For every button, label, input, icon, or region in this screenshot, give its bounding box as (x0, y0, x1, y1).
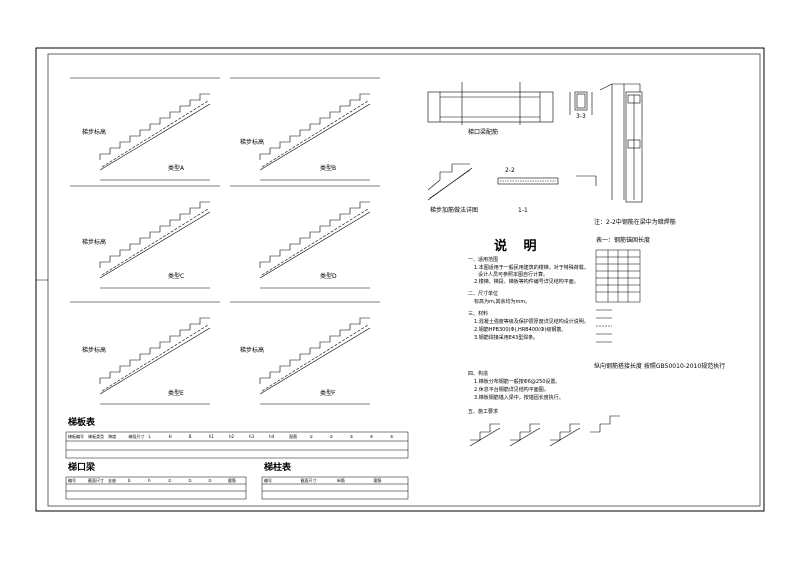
table-header-cell: 纵筋 (337, 478, 345, 483)
note-line: 二、尺寸单位 (468, 291, 499, 297)
table-header-cell: h3 (249, 434, 255, 439)
section-details (569, 83, 643, 203)
beam-table-grid (65, 476, 247, 500)
table-header-cell: L (148, 434, 151, 439)
ladder-elevation-label: 梯步标高 (240, 347, 265, 354)
table-header-cell: 梯段尺寸 (128, 434, 145, 439)
table-header-cell: ④ (369, 434, 374, 439)
type-label: 类型F (320, 390, 336, 397)
stair-detail-caption: 梯步加筋做法详图 (430, 207, 479, 214)
stirrup-note: 注：2-2中钢筋在梁中为暗焊筋 (594, 219, 676, 226)
table-header-cell: ① (309, 434, 313, 439)
table-header-cell: 梯板类型 (88, 434, 105, 439)
section-1-1 (497, 175, 597, 186)
table-header-cell: b (128, 478, 131, 483)
table-header-cell: h4 (269, 434, 275, 439)
table-header-cell: ② (329, 434, 334, 439)
table-header-cell: h (148, 478, 151, 483)
ladder-elevation-label: 梯步标高 (82, 347, 107, 354)
note-line: 3.钢筋焊接采用E43型焊条。 (474, 335, 539, 341)
lap-note: 纵向钢筋搭接长度 按照GB50010-2010规范执行 (594, 363, 726, 370)
table-header-cell: 跨度 (108, 434, 117, 439)
note-line: 三、材料 (468, 311, 489, 317)
type-label: 类型A (168, 165, 185, 172)
column-table-title: 梯柱表 (264, 463, 292, 473)
beam-table-title: 梯口梁 (68, 463, 96, 473)
section-3-3-label: 3-3 (576, 113, 586, 120)
type-label: 类型E (168, 390, 184, 397)
note-line: 设计人员可参照本图自行计算。 (478, 272, 549, 278)
table-header-cell: h1 (208, 434, 214, 439)
beam-section-caption: 梯口梁配筋 (468, 129, 499, 136)
note-line: 3.梯板钢筋锚入梁中，按锚固长度执行。 (474, 395, 564, 401)
table-header-cell: ② (188, 478, 192, 483)
outer-border (35, 47, 765, 512)
beam-section-detail (427, 82, 554, 125)
table-header-cell: ⑤ (389, 434, 394, 439)
table-header-cell: ③ (208, 478, 212, 483)
stair-diagrams (70, 77, 380, 405)
note-line: 1.混凝土强度等级及保护层厚度详见结构设计说明。 (474, 319, 589, 325)
ladder-table-title: 梯板表 (68, 418, 96, 428)
construction-details (469, 415, 620, 447)
table-header-cell: ③ (349, 434, 354, 439)
legend-lines (596, 309, 612, 343)
note-line: 1.梯板分布钢筋一般按Φ6@250设置。 (474, 379, 561, 385)
ladder-elevation-label: 梯步标高 (240, 139, 265, 146)
note-line: 2.钢筋HPB300(Φ),HRB400(Ф)级钢筋。 (474, 327, 567, 333)
table-header-cell: 箍筋 (228, 478, 236, 483)
ladder-elevation-label: 梯步标高 (82, 129, 107, 136)
note-line: 四、构造 (468, 371, 489, 377)
table-header-cell: B (188, 434, 192, 439)
section-2-2-label: 2-2 (505, 167, 515, 174)
table-header-cell: 梯板编号 (68, 434, 84, 439)
table-header-cell: ① (168, 478, 172, 483)
note-line: 1.本图适用于一般民用建筑的楼梯，对于特殊荷载， (474, 265, 589, 271)
type-label: 类型C (168, 273, 185, 280)
table-header-cell: 支座 (108, 478, 116, 483)
notes-title: 说 明 (494, 239, 543, 254)
note-line: 2.休息平台钢筋详见结构平面图。 (474, 387, 549, 393)
table-header-cell: 编号 (68, 478, 76, 483)
section-1-1-label: 1-1 (518, 207, 528, 214)
anchorage-table-caption: 表一：钢筋锚固长度 (596, 237, 651, 244)
table-header-cell: h2 (228, 434, 235, 439)
table-header-cell: H (168, 434, 172, 439)
ladder-elevation-label: 梯步标高 (82, 239, 107, 246)
type-label: 类型D (320, 273, 337, 280)
table-header-cell: 配筋 (289, 434, 298, 439)
table-header-cell: 截面尺寸 (88, 478, 104, 483)
note-line: 2.楼梯、梯段、梯板等构件编号详见结构平面。 (474, 279, 579, 285)
ladder-table-grid (65, 431, 409, 459)
anchorage-table (595, 249, 641, 303)
stair-reinforcement-detail (427, 163, 473, 201)
table-header-cell: 截面尺寸 (300, 478, 317, 483)
table-header-cell: 编号 (264, 478, 272, 483)
column-table-grid (261, 476, 409, 500)
note-line: 一、适用范围 (468, 257, 499, 263)
inner-border (47, 53, 761, 507)
note-line: 五、施工要求 (468, 409, 499, 415)
note-line: 标高为m,其余均为mm。 (474, 299, 531, 305)
type-label: 类型B (320, 165, 337, 172)
table-header-cell: 箍筋 (373, 478, 382, 483)
